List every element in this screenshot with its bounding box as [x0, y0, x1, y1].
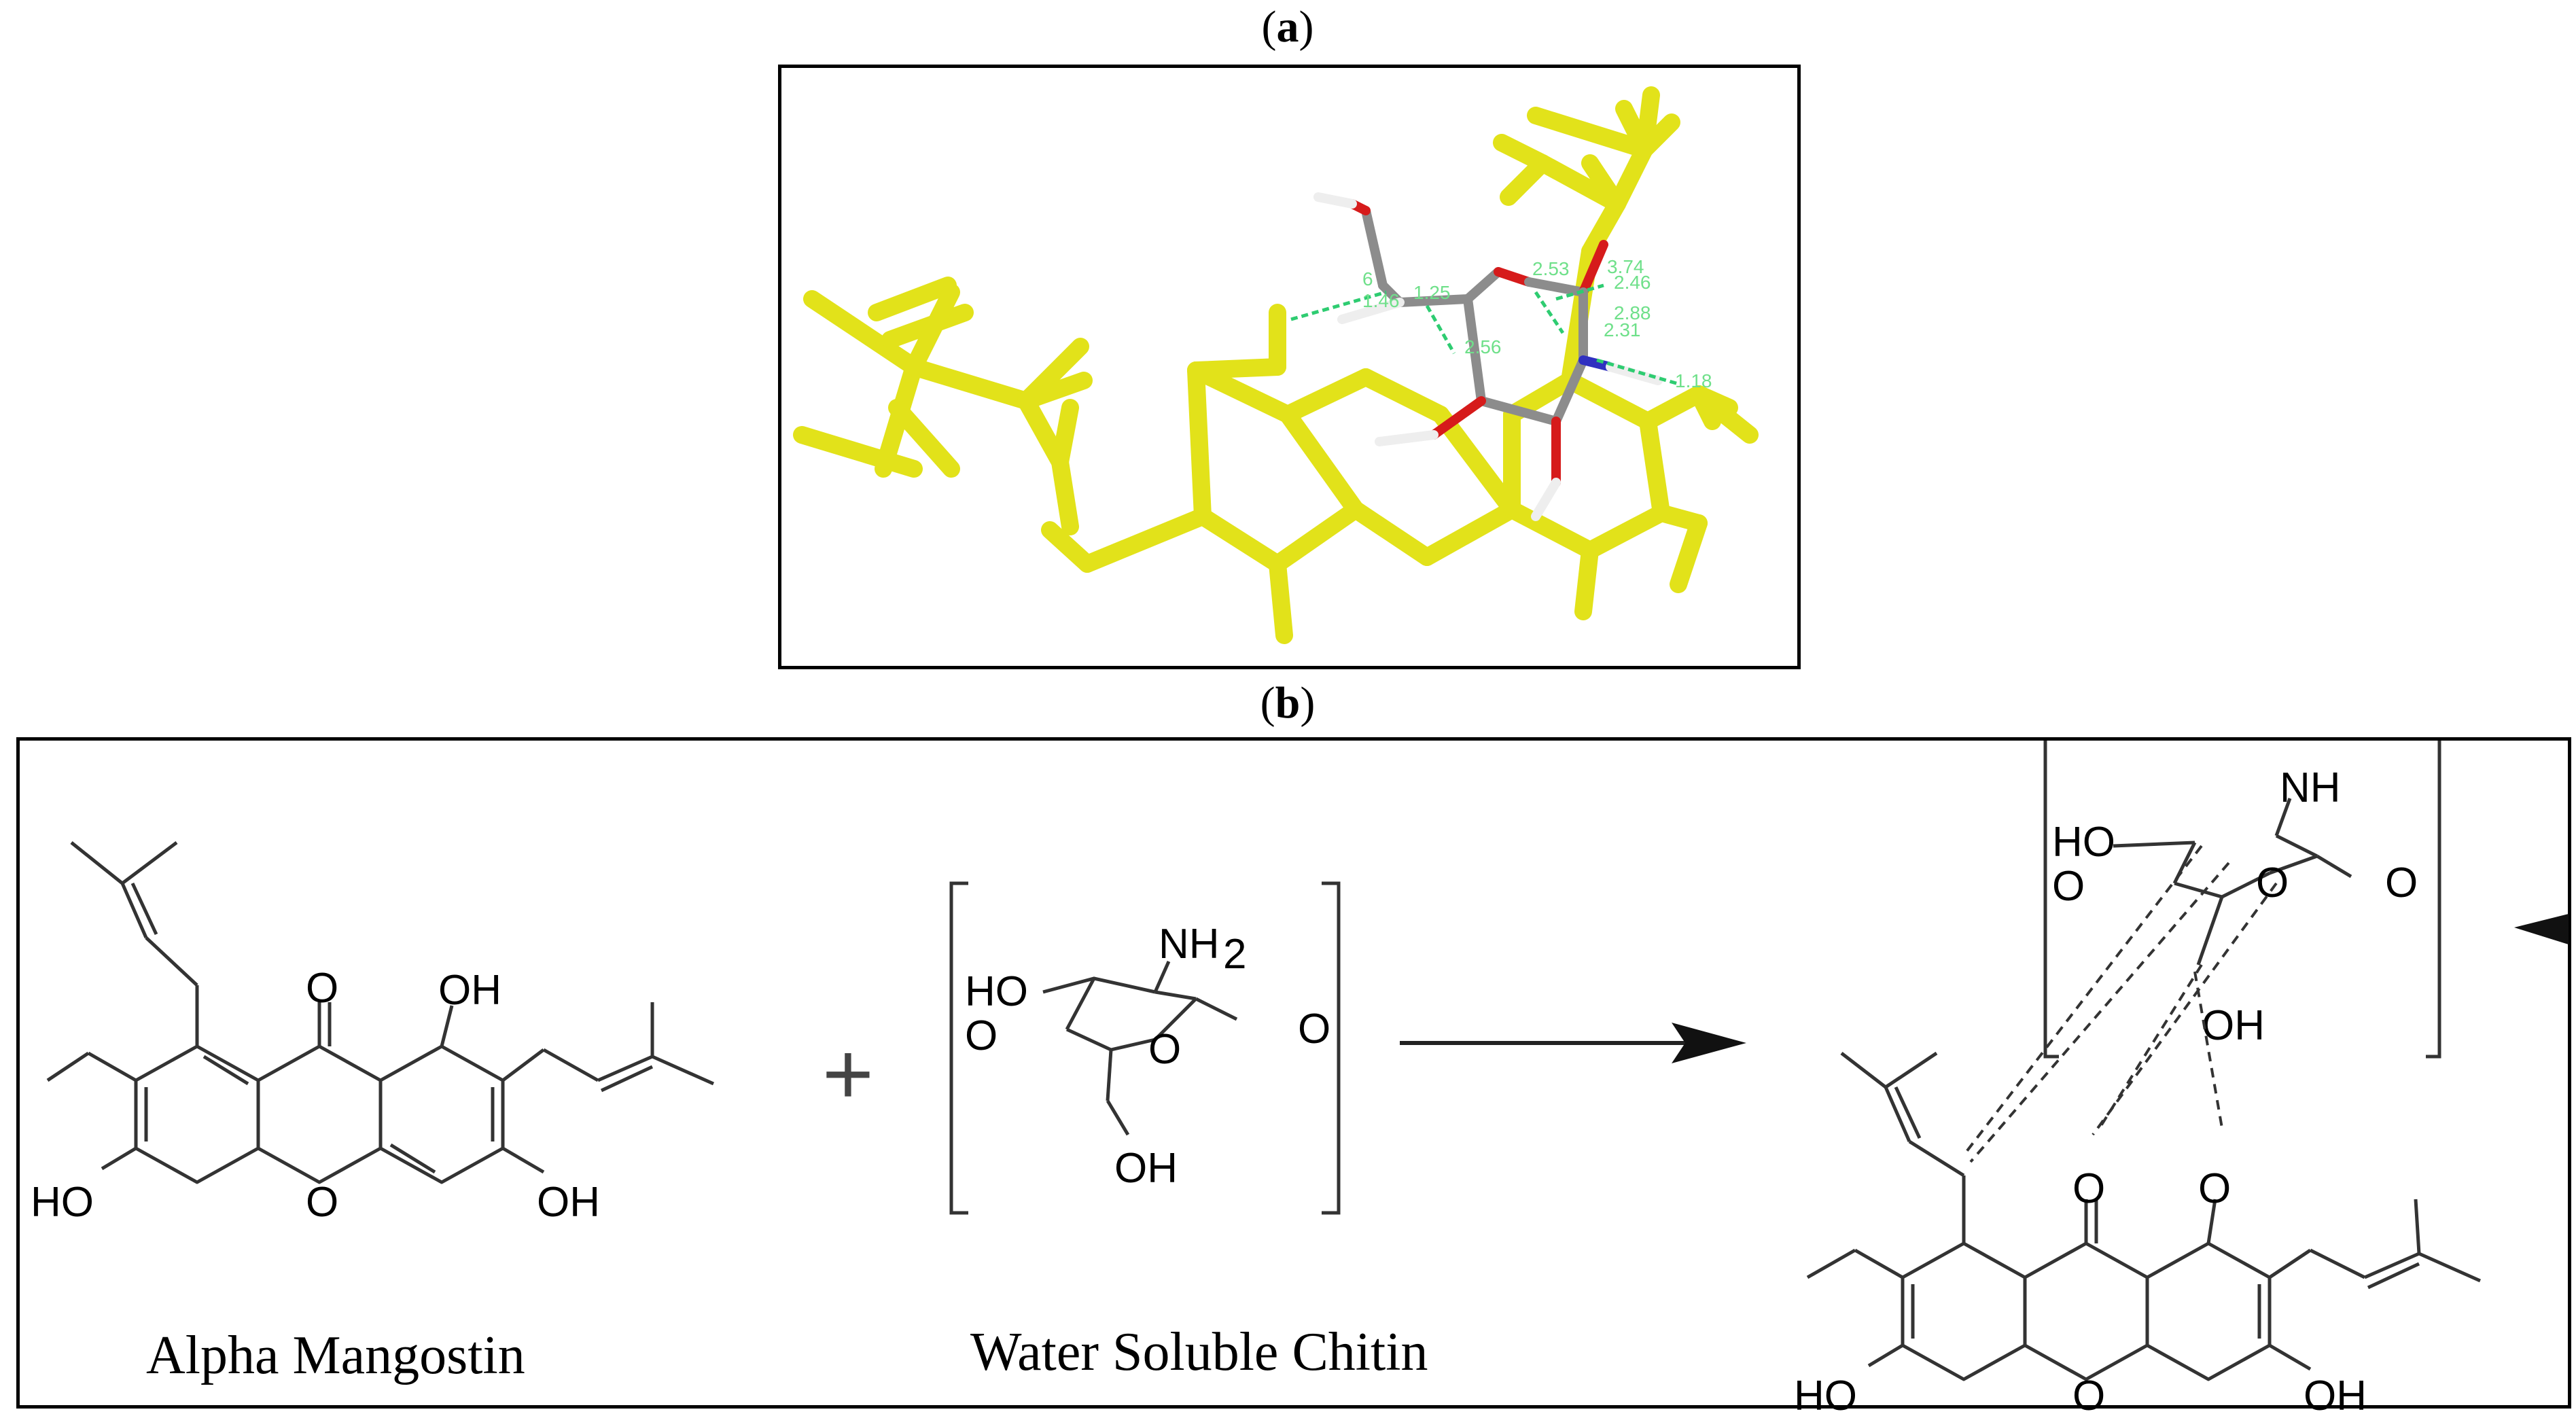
distance-labels: 6 1.25 1.46 2.56 3.74 2.46 2.88 2.31 1.1… — [1362, 256, 1712, 391]
svg-text:O: O — [306, 1179, 338, 1226]
svg-text:1.25: 1.25 — [1413, 282, 1451, 303]
chitin-stick-model — [1313, 192, 1663, 521]
svg-text:O: O — [2198, 1165, 2231, 1212]
svg-text:O: O — [1148, 1026, 1181, 1073]
svg-text:2: 2 — [1223, 931, 1246, 978]
svg-text:O: O — [2385, 860, 2418, 906]
water-soluble-chitin-caption: Water Soluble Chitin — [970, 1322, 1428, 1382]
svg-text:2.88: 2.88 — [1614, 302, 1651, 323]
reaction-arrow — [1400, 1023, 1746, 1063]
svg-text:OH: OH — [2202, 1002, 2265, 1049]
svg-text:2.46: 2.46 — [1614, 272, 1651, 293]
chitin-structure — [1042, 960, 1238, 1136]
svg-text:O: O — [2052, 863, 2085, 910]
svg-text:HO: HO — [1794, 1373, 1857, 1416]
chitin-atoms: NH 2 HO O O O OH — [965, 921, 1330, 1192]
svg-text:O: O — [1298, 1006, 1330, 1052]
panel-b-label: (b) — [1260, 678, 1316, 728]
svg-text:O: O — [306, 965, 338, 1012]
alpha-mangostin-structure — [46, 841, 715, 1184]
alpha-mangostin-atoms: O OH O HO OH — [31, 965, 600, 1226]
interaction-dashes — [1962, 845, 2278, 1163]
svg-text:1.46: 1.46 — [1362, 290, 1400, 311]
svg-text:HO: HO — [31, 1179, 94, 1226]
complex-chitin-structure — [2113, 798, 2352, 966]
complex-mangostin-structure — [1806, 1051, 2482, 1381]
ligand-stick-model — [793, 86, 1759, 644]
svg-text:OH: OH — [537, 1179, 600, 1226]
svg-text:6: 6 — [1362, 268, 1373, 289]
panel-b-frame — [16, 737, 2571, 1409]
svg-text:1.18: 1.18 — [1675, 370, 1712, 391]
alpha-mangostin-caption: Alpha Mangostin — [146, 1326, 525, 1385]
svg-text:3.74: 3.74 — [1607, 256, 1644, 277]
svg-text:OH: OH — [1114, 1145, 1178, 1192]
svg-text:O: O — [965, 1012, 998, 1059]
plus-sign: + — [822, 1024, 874, 1123]
svg-text:HO: HO — [965, 968, 1028, 1015]
chitin-brackets — [949, 881, 1341, 1215]
complex-mangostin-atoms: O O O HO OH — [1794, 1165, 2367, 1416]
cropped-arrowhead — [2514, 914, 2569, 944]
svg-text:O: O — [2256, 860, 2289, 906]
complex-chitin-atoms: NH HO O O O OH — [2052, 764, 2418, 1049]
svg-text:OH: OH — [2304, 1373, 2367, 1416]
svg-text:O: O — [2072, 1165, 2105, 1212]
svg-text:NH: NH — [2280, 764, 2341, 811]
svg-text:OH: OH — [438, 967, 501, 1014]
panel-a-label: (a) — [1261, 2, 1314, 52]
svg-text:2.53: 2.53 — [1532, 258, 1570, 279]
svg-text:HO: HO — [2052, 819, 2115, 866]
hbond-lines — [1290, 283, 1679, 386]
svg-text:2.56: 2.56 — [1464, 336, 1502, 357]
svg-text:O: O — [2072, 1373, 2105, 1416]
svg-text:2.31: 2.31 — [1604, 319, 1641, 340]
complex-chitin-brackets — [2043, 741, 2441, 1059]
svg-text:NH: NH — [1159, 921, 1220, 968]
